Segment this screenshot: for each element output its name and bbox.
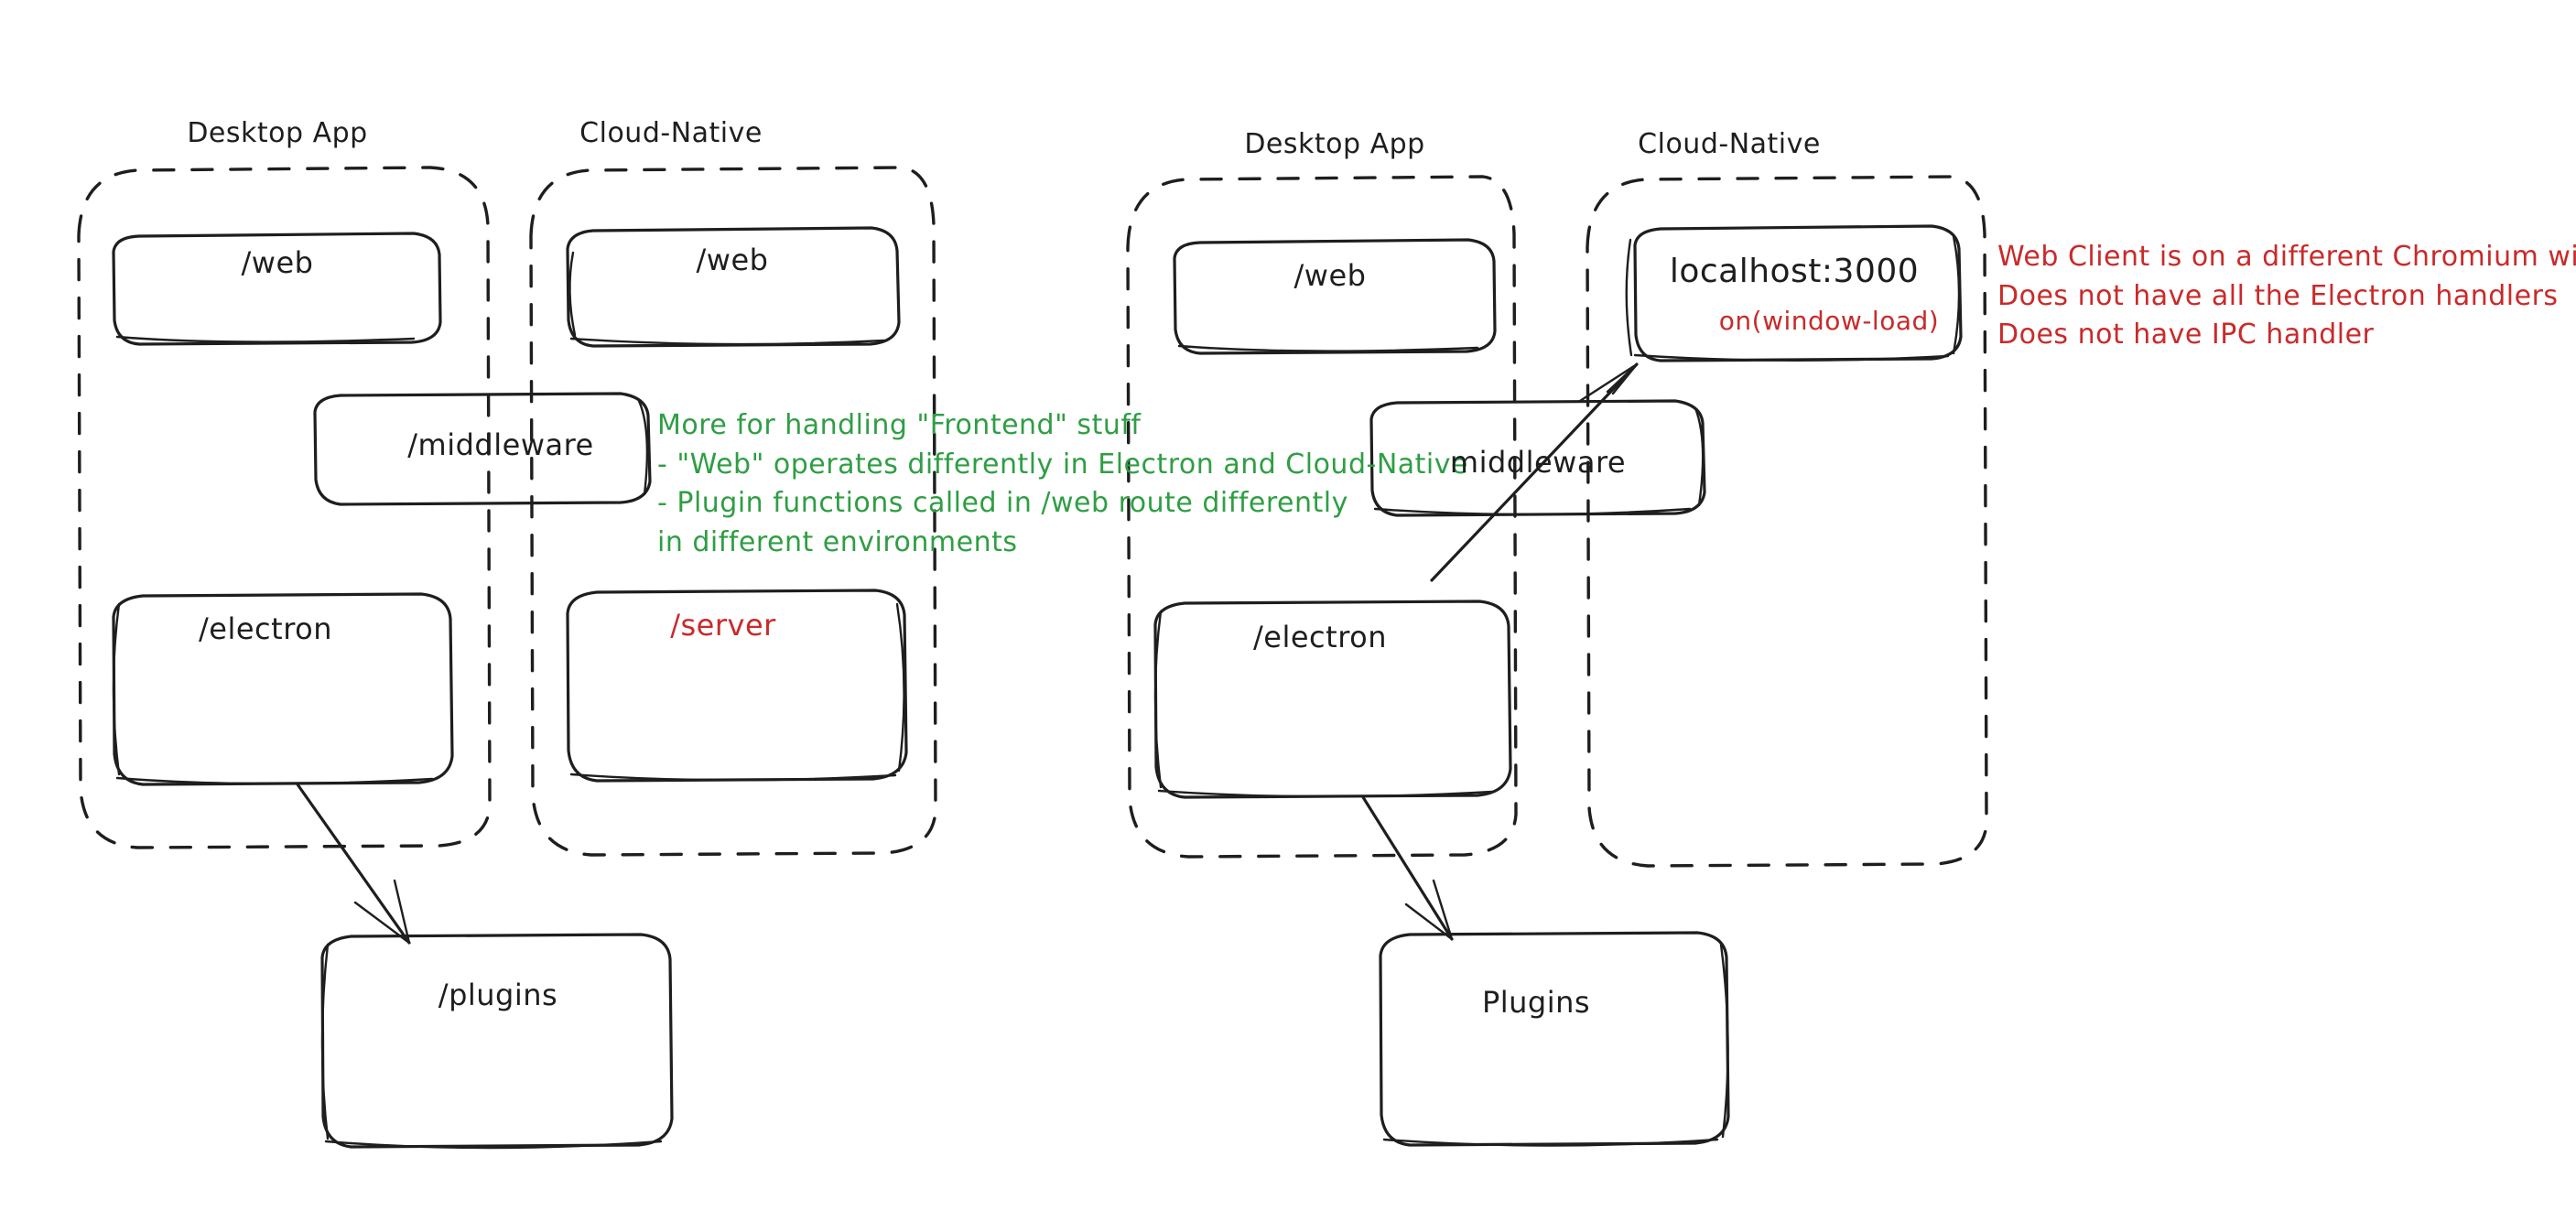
left-box-label-web-desktop: /web [241,245,314,280]
right-group-title-cloud-native: Cloud-Native [1638,128,1821,160]
right-box-electron [1153,600,1512,799]
right-box-label-electron: /electron [1253,620,1387,654]
left-box-middleware [313,392,652,506]
left-box-label-middleware: /middleware [407,427,594,462]
right-arrow-electron-to-plugins [1361,795,1454,941]
left-box-web-cloudnative [566,226,901,348]
left-box-plugins [320,933,674,1150]
left-note-green: More for handling "Frontend" stuff - "We… [657,409,1468,558]
right-note-red: Web Client is on a different Chromium wi… [1997,241,2576,351]
left-group-desktop-app-container [77,166,492,849]
right-box-localhost-3000 [1625,224,1963,362]
left-box-electron [112,592,454,786]
right-arrow-electron-to-localhost [1430,362,1639,582]
left-box-label-server: /server [670,608,776,643]
right-box-label-middleware: middleware [1449,445,1627,480]
left-box-server [566,589,908,783]
left-group-cloud-native-container [529,166,937,857]
left-box-label-web-cloudnative: /web [696,243,769,277]
right-box-plugins [1379,931,1730,1147]
left-box-label-plugins: /plugins [438,978,558,1012]
right-group-desktop-app-container [1126,175,1518,859]
left-box-web-desktop [112,232,442,346]
right-box-label-localhost: localhost:3000 [1669,253,1920,290]
right-group-cloud-native-container [1586,175,1988,868]
right-box-label-web-desktop: /web [1293,258,1367,293]
right-box-label-plugins: Plugins [1481,985,1591,1020]
left-arrow-electron-to-plugins [296,783,411,945]
right-group-title-desktop-app: Desktop App [1244,128,1425,160]
right-box-middleware [1369,399,1706,517]
left-group-title-cloud-native: Cloud-Native [579,117,763,149]
left-box-label-electron: /electron [199,611,332,646]
left-group-title-desktop-app: Desktop App [187,117,368,149]
right-box-web-desktop [1173,238,1497,355]
right-box-sublabel-on-window-load: on(window-load) [1718,306,1940,336]
